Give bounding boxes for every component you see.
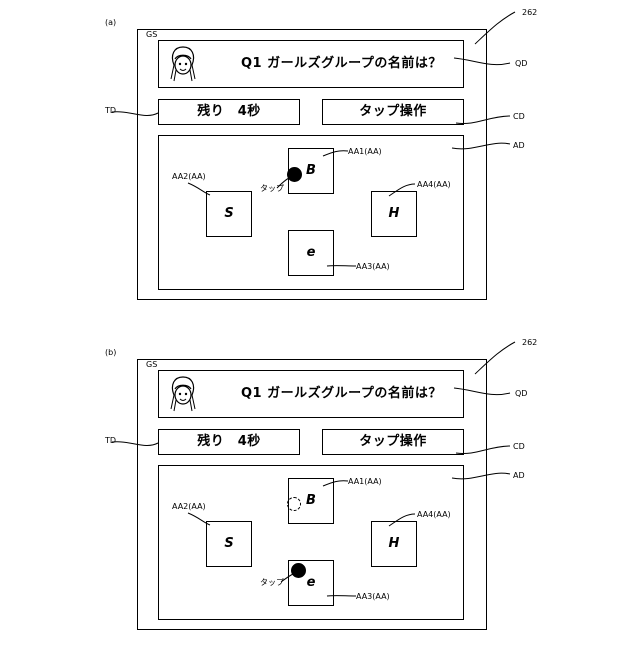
figure-panel-b: (b) 262 QD TD CD AD GS Q1 ガールズグループの名前は？ … [0, 330, 640, 650]
leader-lines [0, 330, 640, 650]
figure-panel-a: (a) 262 QD TD CD AD GS Q1 ガールズグループの名前は？ … [0, 0, 640, 320]
leader-lines [0, 0, 640, 320]
